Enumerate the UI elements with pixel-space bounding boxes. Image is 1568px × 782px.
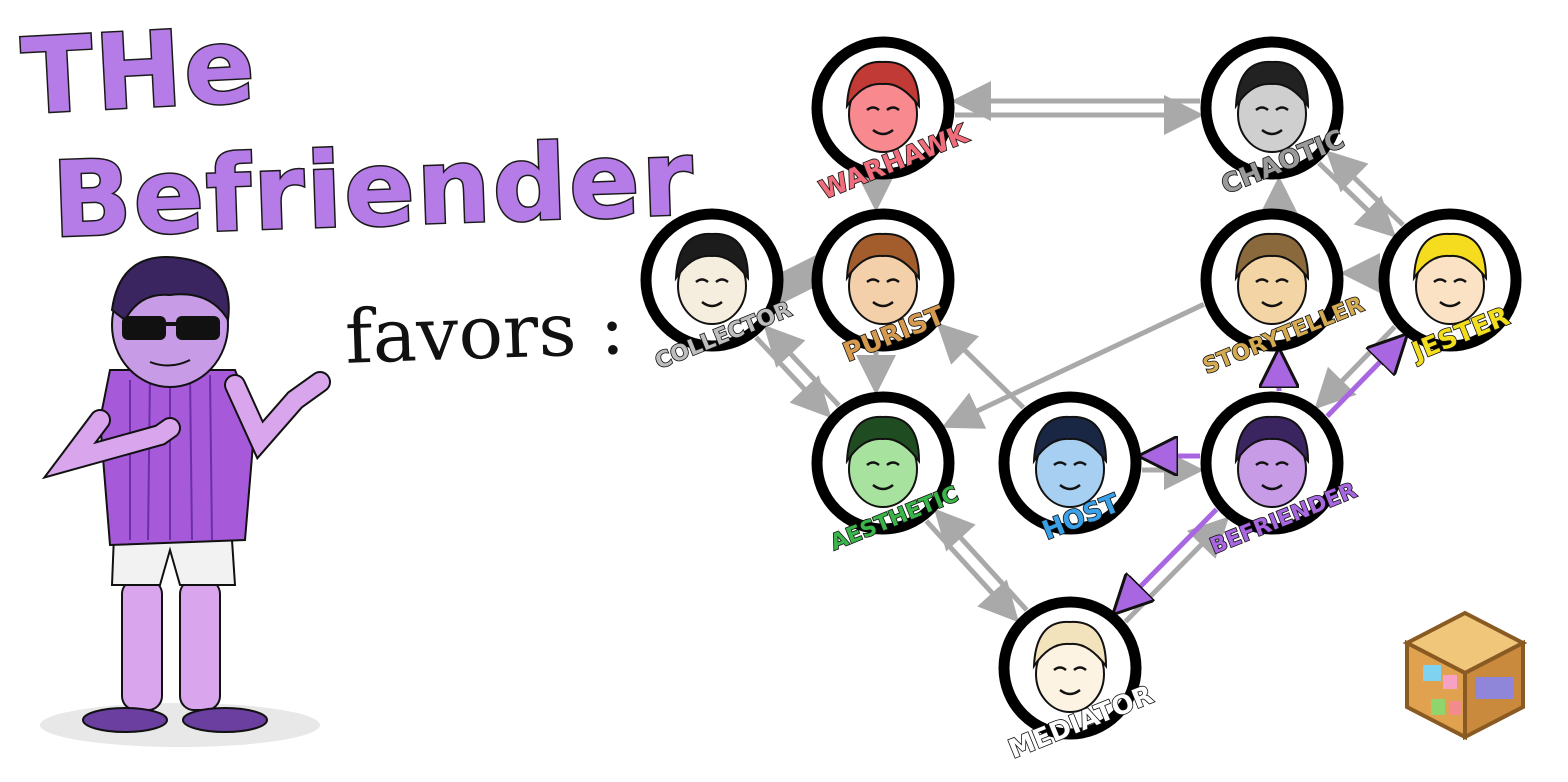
portrait-eyes-host (1053, 461, 1087, 467)
portrait-mouth-storyteller (1261, 300, 1283, 308)
edge-aesthetic-to-collector (763, 324, 841, 408)
portrait-eyes-aesthetic (866, 461, 900, 467)
edge-aesthetic-to-mediator (924, 519, 1020, 623)
edge-collector-to-aesthetic (754, 335, 832, 419)
portrait-mouth-warhawk (872, 128, 894, 136)
portrait-hair-purist (845, 232, 921, 282)
edge-befriender-to-mediator (1120, 507, 1219, 607)
portrait-hair-aesthetic (845, 415, 921, 465)
portrait-eyes-jester (1433, 278, 1467, 284)
edge-host-to-purist (936, 322, 1026, 410)
node-aesthetic: AESTHETIC (811, 391, 963, 557)
portrait-mouth-chaotic (1261, 128, 1283, 136)
portrait-mouth-aesthetic (872, 483, 894, 491)
portrait-eyes-warhawk (866, 106, 900, 112)
node-chaotic: CHAOTIC (1200, 36, 1349, 202)
node-host: HOST (998, 391, 1142, 547)
portrait-eyes-chaotic (1255, 106, 1289, 112)
portrait-mouth-mediator (1059, 688, 1081, 696)
portrait-hair-jester (1412, 232, 1488, 282)
node-storyteller: STORYTELLER (1199, 208, 1368, 380)
portrait-eyes-mediator (1053, 666, 1087, 672)
portrait-hair-mediator (1032, 620, 1108, 670)
node-warhawk: WARHAWK (811, 36, 974, 207)
edge-mediator-to-aesthetic (933, 508, 1029, 612)
portrait-mouth-jester (1439, 300, 1461, 308)
node-jester: JESTER (1378, 208, 1522, 369)
edge-befriender-to-jester (1325, 341, 1400, 419)
portrait-hair-warhawk (845, 60, 921, 110)
edge-jester-to-befriender (1314, 324, 1397, 410)
portrait-hair-chaotic (1234, 60, 1310, 110)
portrait-mouth-befriender (1261, 483, 1283, 491)
node-befriender: BEFRIENDER (1200, 391, 1361, 561)
portrait-eyes-befriender (1255, 461, 1289, 467)
edge-storyteller-to-aesthetic (941, 302, 1205, 429)
portrait-mouth-collector (701, 300, 723, 308)
portrait-hair-collector (674, 232, 750, 282)
edge-jester-to-chaotic (1325, 150, 1405, 227)
portrait-eyes-storyteller (1255, 278, 1289, 284)
portrait-eyes-purist (866, 278, 900, 284)
portrait-hair-storyteller (1234, 232, 1310, 282)
portrait-hair-befriender (1234, 415, 1310, 465)
befriender-character-illustration (40, 256, 331, 747)
portrait-mouth-host (1059, 483, 1081, 491)
node-mediator: MEDIATOR (998, 596, 1158, 766)
edge-chaotic-to-jester (1317, 161, 1397, 238)
node-collector: COLLECTOR (640, 208, 796, 375)
portrait-hair-host (1032, 415, 1108, 465)
portrait-eyes-collector (695, 278, 729, 284)
portrait-mouth-purist (872, 300, 894, 308)
cube-logo-icon (1402, 610, 1528, 741)
node-purist: PURIST (811, 208, 955, 369)
